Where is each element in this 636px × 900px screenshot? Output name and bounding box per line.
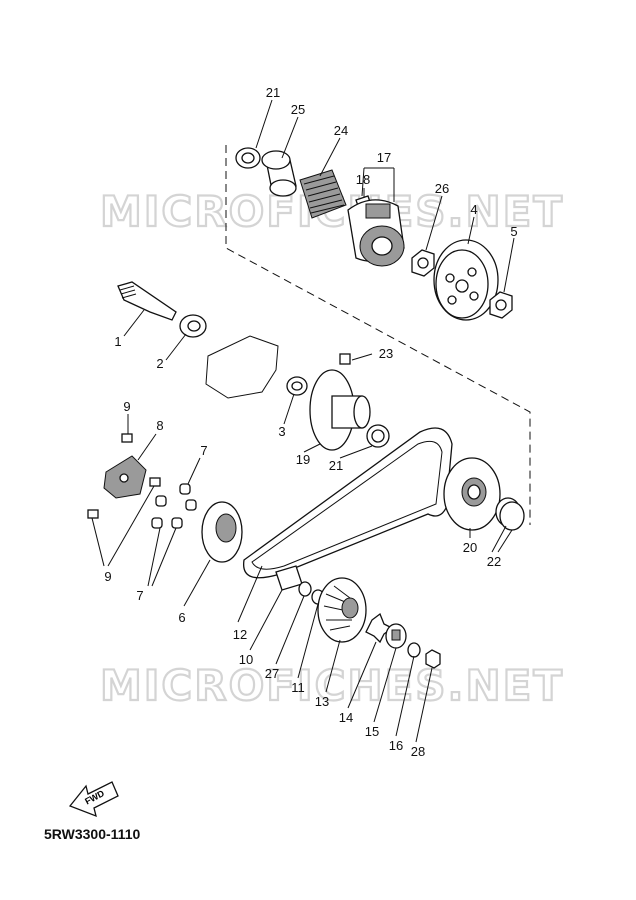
part-5-nut[interactable]	[489, 291, 513, 319]
part-8-cam-plate[interactable]	[103, 455, 147, 499]
label-15: 15	[365, 724, 379, 739]
label-12: 12	[233, 627, 247, 642]
part-2-bearing[interactable]	[179, 314, 207, 338]
watermark-bottom: MICROFICHES.NET	[100, 661, 564, 710]
label-23: 23	[379, 346, 393, 361]
label-9-bottom: 9	[104, 569, 111, 584]
assembly-boundary-dashed	[225, 145, 531, 525]
label-3: 3	[278, 424, 285, 439]
part-9-slider-left[interactable]	[87, 509, 99, 519]
label-25: 25	[291, 102, 305, 117]
label-16: 16	[389, 738, 403, 753]
label-20: 20	[463, 540, 477, 555]
part-21-washer-lower[interactable]	[366, 424, 390, 448]
part-3-washer[interactable]	[286, 376, 308, 396]
part-22-o-rings[interactable]	[495, 497, 525, 531]
part-4-clutch-housing[interactable]	[433, 239, 499, 321]
label-24: 24	[334, 123, 348, 138]
leader-lines	[91, 99, 515, 743]
part-number-labels: 21 25 24 17 18 26 4 5 1 2 23 9 8 3 7 19 …	[104, 85, 517, 759]
part-9-slider-right[interactable]	[149, 477, 161, 487]
part-1-shaft[interactable]	[117, 281, 177, 321]
part-28-nut[interactable]	[425, 649, 441, 669]
part-16-washer[interactable]	[407, 642, 421, 658]
crankcase-outline	[205, 335, 279, 399]
label-26: 26	[435, 181, 449, 196]
fwd-arrow: FWD	[68, 781, 119, 818]
part-24-spring[interactable]	[299, 169, 347, 219]
label-7-bottom: 7	[136, 588, 143, 603]
part-6-primary-sheave[interactable]	[201, 501, 243, 563]
label-7-top: 7	[200, 443, 207, 458]
part-19-secondary-sheave[interactable]	[309, 369, 371, 451]
part-13-fan-sheave[interactable]	[317, 577, 367, 643]
label-5: 5	[510, 224, 517, 239]
part-15-hub[interactable]	[385, 623, 407, 649]
label-8: 8	[156, 418, 163, 433]
label-1: 1	[114, 334, 121, 349]
label-10: 10	[239, 652, 253, 667]
part-9-slider-top[interactable]	[121, 433, 133, 443]
part-26-nut[interactable]	[411, 249, 435, 277]
diagram-code: 5RW3300-1110	[44, 826, 141, 842]
part-21-washer-top[interactable]	[235, 147, 261, 169]
part-14-kick-starter[interactable]	[365, 612, 394, 644]
label-17: 17	[377, 150, 391, 165]
label-21-top: 21	[266, 85, 280, 100]
label-13: 13	[315, 694, 329, 709]
part-20-fixed-sheave[interactable]	[443, 457, 501, 531]
label-14: 14	[339, 710, 353, 725]
part-23-plug[interactable]	[339, 353, 351, 365]
label-11: 11	[291, 680, 305, 695]
label-22: 22	[487, 554, 501, 569]
label-19: 19	[296, 452, 310, 467]
label-6: 6	[178, 610, 185, 625]
part-12-v-belt[interactable]	[243, 427, 453, 579]
label-9-top: 9	[123, 399, 130, 414]
label-28: 28	[411, 744, 425, 759]
label-27: 27	[265, 666, 279, 681]
label-18: 18	[356, 172, 370, 187]
part-17-clutch-assembly[interactable]	[347, 199, 405, 267]
part-7-weight-rollers[interactable]	[151, 483, 197, 529]
label-21-lower: 21	[329, 458, 343, 473]
label-2: 2	[156, 356, 163, 371]
part-27-washer[interactable]	[298, 581, 312, 597]
label-4: 4	[470, 202, 477, 217]
